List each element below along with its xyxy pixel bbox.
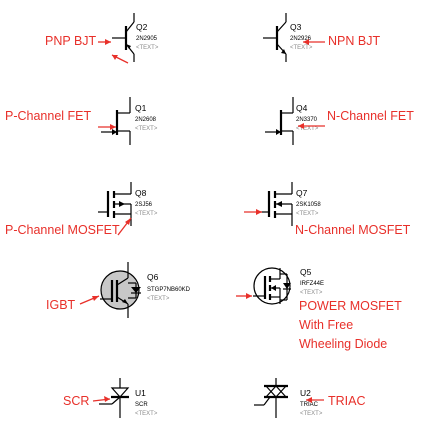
u1-ref: U1 — [135, 388, 146, 398]
q1-part: 2N2608 — [135, 117, 157, 123]
q5-label-line-2: With Free — [299, 318, 353, 332]
q4-text: <TEXT> — [296, 126, 319, 132]
q5-power-mosfet-symbol[interactable] — [253, 267, 291, 305]
u2-label: TRIAC — [328, 394, 366, 408]
u1-text: <TEXT> — [135, 411, 158, 417]
q2-ref: Q2 — [136, 22, 148, 32]
q3-label: NPN BJT — [328, 34, 380, 48]
u2-part: TRIAC — [300, 402, 319, 408]
q6-ref: Q6 — [147, 272, 159, 282]
q1-label: P-Channel FET — [5, 109, 92, 123]
q1-p-channel-fet-symbol[interactable] — [101, 97, 131, 145]
q1-ref: Q1 — [135, 103, 147, 113]
q5-ref: Q5 — [300, 267, 312, 277]
q6-igbt-symbol[interactable] — [100, 262, 141, 318]
u1-part: SCR — [135, 402, 148, 408]
u2-text: <TEXT> — [300, 411, 323, 417]
q3-part: 2N2926 — [290, 36, 312, 42]
q5-part: IRFZ44E — [300, 281, 324, 287]
q8-text: <TEXT> — [135, 211, 158, 217]
q4-n-channel-fet-symbol[interactable] — [265, 97, 294, 145]
q4-label: N-Channel FET — [327, 109, 414, 123]
q3-npn-bjt-symbol[interactable] — [263, 13, 287, 62]
q5-label-line-1: POWER MOSFET — [299, 299, 402, 313]
q7-label: N-Channel MOSFET — [295, 223, 411, 237]
q2-text: <TEXT> — [136, 45, 159, 51]
q5-text: <TEXT> — [300, 290, 323, 296]
u2-triac-symbol[interactable] — [254, 378, 288, 418]
q6-text: <TEXT> — [147, 296, 170, 302]
q5-label-line-3: Wheeling Diode — [299, 337, 387, 351]
q3-text: <TEXT> — [290, 45, 313, 51]
q7-text: <TEXT> — [296, 211, 319, 217]
q6-part: STGP7NB60KD — [147, 287, 191, 293]
q6-label: IGBT — [46, 298, 76, 312]
u1-scr-symbol[interactable] — [99, 378, 130, 418]
q4-ref: Q4 — [296, 103, 308, 113]
u1-label: SCR — [63, 394, 89, 408]
q2-label: PNP BJT — [45, 34, 97, 48]
q8-p-channel-mosfet-symbol[interactable] — [98, 182, 132, 226]
q4-part: 2N3370 — [296, 117, 318, 123]
q7-n-channel-mosfet-symbol[interactable] — [259, 182, 293, 226]
q7-part: 2SK1058 — [296, 202, 321, 208]
q3-ref: Q3 — [290, 22, 302, 32]
q8-label: P-Channel MOSFET — [5, 223, 120, 237]
q1-text: <TEXT> — [135, 126, 158, 132]
q8-ref: Q8 — [135, 188, 147, 198]
q8-part: 2SJ56 — [135, 202, 153, 208]
u2-ref: U2 — [300, 388, 311, 398]
q2-pnp-bjt-symbol[interactable] — [112, 13, 135, 62]
q2-part: 2N2905 — [136, 36, 158, 42]
q7-ref: Q7 — [296, 188, 308, 198]
